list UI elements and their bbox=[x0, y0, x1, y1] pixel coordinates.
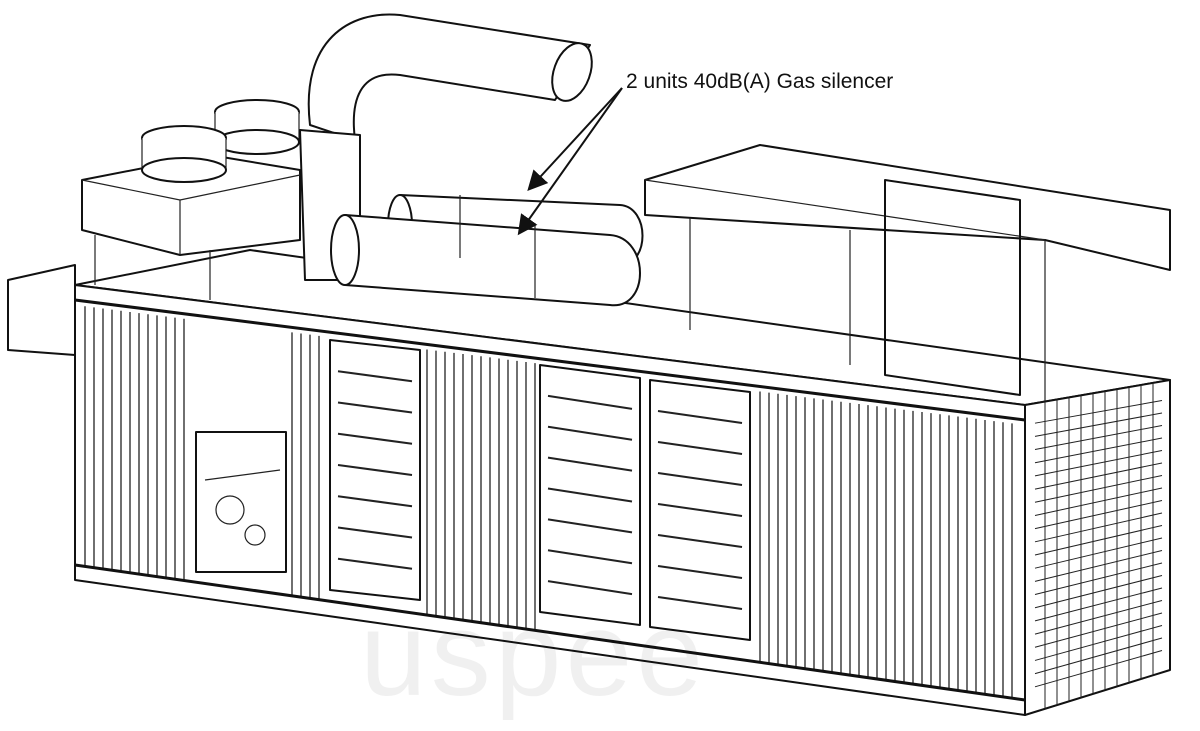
annotation-arrow-1 bbox=[527, 87, 623, 191]
exhaust-pipe bbox=[307, 13, 591, 141]
gas-train-window bbox=[195, 431, 287, 573]
radiator-right bbox=[644, 144, 1171, 271]
corrugated-panels bbox=[84, 306, 1013, 699]
door-louvers bbox=[337, 370, 743, 610]
annotation-arrow-2 bbox=[517, 87, 623, 236]
ventilation-grille bbox=[1034, 382, 1163, 709]
silencer-annotation: 2 units 40dB(A) Gas silencer bbox=[626, 70, 894, 93]
watermark: uspee bbox=[360, 587, 707, 721]
frame bbox=[884, 179, 1021, 396]
gas-silencer-2 bbox=[344, 214, 641, 307]
air-intake-box bbox=[7, 264, 76, 356]
container-end bbox=[1024, 379, 1171, 716]
